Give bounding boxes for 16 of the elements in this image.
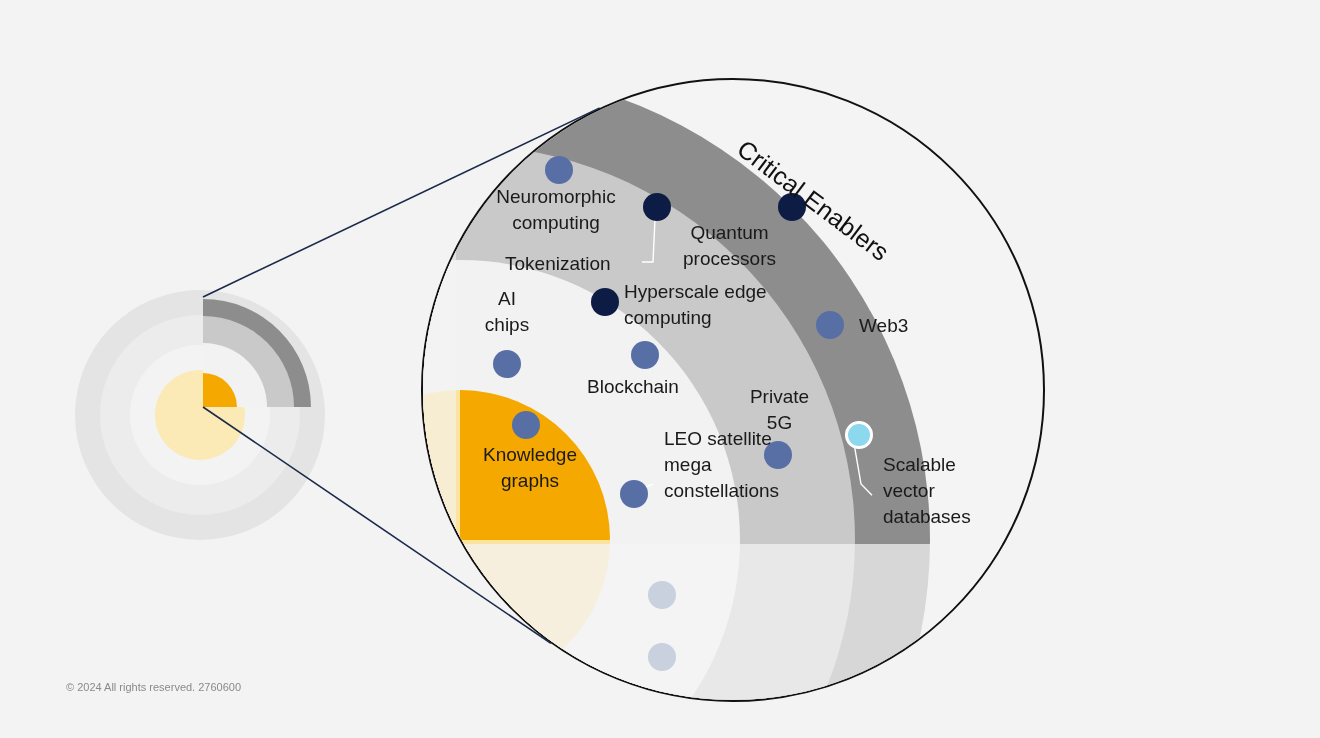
technology-label: Hyperscale edge computing	[624, 280, 768, 330]
technology-label: Neuromorphic computing	[495, 185, 617, 235]
zoom-line	[202, 107, 601, 298]
radar-quadrant-picture	[203, 297, 313, 407]
technology-label: Tokenization	[496, 251, 644, 277]
leader-line	[644, 483, 654, 488]
technology-label: Knowledge graphs	[482, 443, 578, 493]
technology-label: Quantum processors	[682, 221, 777, 271]
leader-line	[641, 218, 656, 263]
technology-label: Blockchain	[587, 375, 680, 399]
technology-label: Web3	[859, 314, 910, 338]
zoom-line	[202, 406, 552, 645]
copyright-note: © 2024 All rights reserved. 2760600	[66, 681, 242, 693]
technology-label: AI chips	[483, 287, 531, 337]
technology-label: Private 5G	[749, 385, 811, 433]
leader-line	[853, 446, 873, 496]
